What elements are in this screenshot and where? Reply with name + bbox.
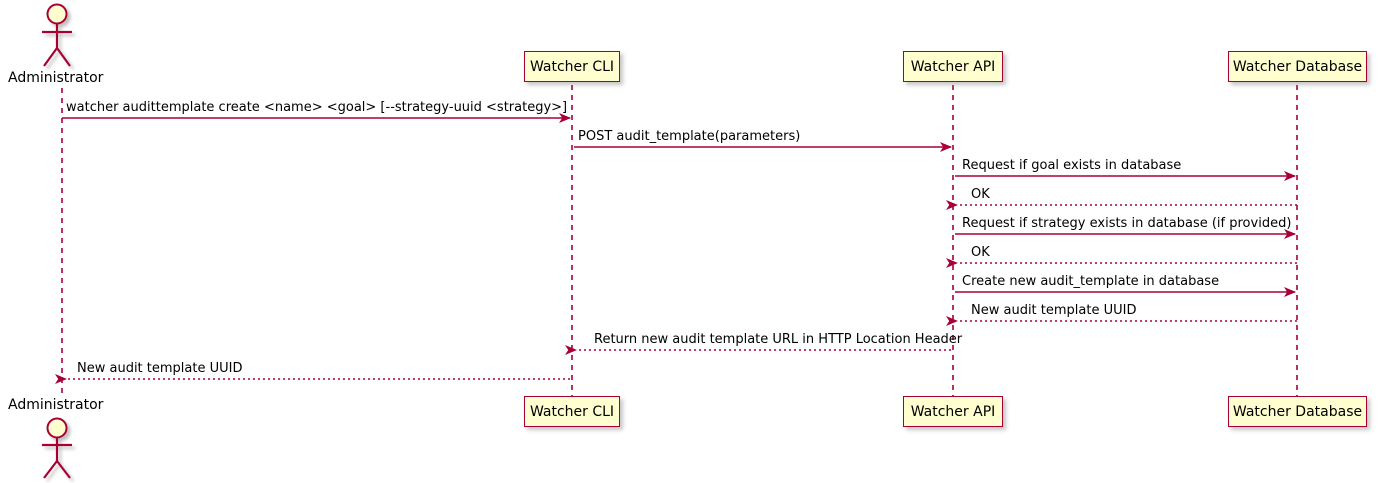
participant-watcher-api-bottom[interactable]: Watcher API <box>903 396 1003 427</box>
message-label-2: POST audit_template(parameters) <box>578 129 801 144</box>
actor-administrator-top <box>42 3 72 67</box>
message-label-4: OK <box>971 187 990 202</box>
lifelines <box>61 85 1298 396</box>
actor-name: Administrator <box>8 397 104 413</box>
participant-label: Watcher CLI <box>529 403 615 420</box>
actor-label-administrator-top: Administrator <box>8 70 103 86</box>
participant-watcher-database-top[interactable]: Watcher Database <box>1228 51 1367 82</box>
participant-label: Watcher API <box>910 58 996 75</box>
message-arrows <box>55 113 1297 384</box>
message-label-7: Create new audit_template in database <box>962 274 1220 289</box>
message-label-3: Request if goal exists in database <box>962 158 1182 173</box>
actor-administrator-bottom <box>42 417 72 479</box>
participant-label: Watcher Database <box>1232 403 1363 420</box>
actor-label-administrator-bottom: Administrator <box>8 397 103 413</box>
message-label-5: Request if strategy exists in database (… <box>962 216 1292 231</box>
participant-watcher-cli-bottom[interactable]: Watcher CLI <box>524 396 620 427</box>
message-label-9: Return new audit template URL in HTTP Lo… <box>594 332 963 347</box>
participant-label: Watcher API <box>910 403 996 420</box>
message-label-6: OK <box>971 245 990 260</box>
message-label-8: New audit template UUID <box>971 303 1137 318</box>
participant-watcher-api-top[interactable]: Watcher API <box>903 51 1003 82</box>
message-label-10: New audit template UUID <box>77 361 243 376</box>
actor-name: Administrator <box>8 70 104 86</box>
message-label-1: watcher audittemplate create <name> <goa… <box>66 100 568 115</box>
participant-label: Watcher CLI <box>529 58 615 75</box>
participant-watcher-cli-top[interactable]: Watcher CLI <box>524 51 620 82</box>
participant-watcher-database-bottom[interactable]: Watcher Database <box>1228 396 1367 427</box>
participant-label: Watcher Database <box>1232 58 1363 75</box>
